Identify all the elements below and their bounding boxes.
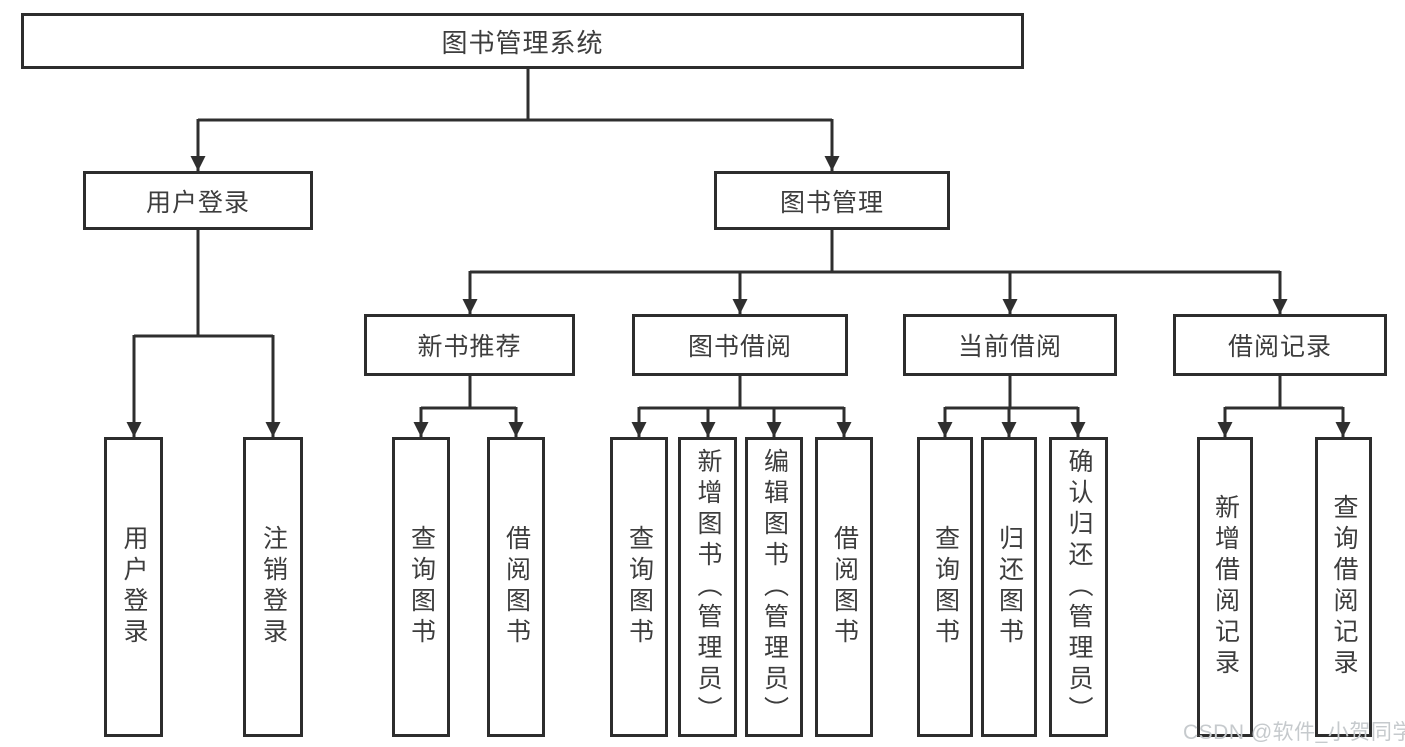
node-borrow-records-label: 借阅记录 (1227, 333, 1332, 361)
leaf-logout-label: 注销登录 (259, 525, 288, 649)
leaf-logout: 注销登录 (243, 437, 303, 737)
node-book-borrow: 图书借阅 (632, 314, 848, 376)
leaf-user-login: 用户登录 (104, 437, 163, 737)
leaf-user-login-label: 用户登录 (120, 525, 148, 649)
leaf-recommend-query-books: 查询图书 (392, 437, 450, 737)
leaf-borrow-add-books-admin: 新增图书（管理员） (678, 437, 737, 737)
node-root-system: 图书管理系统 (21, 13, 1024, 69)
connector-borrow-children (631, 376, 852, 437)
node-user-login-label: 用户登录 (145, 188, 250, 217)
node-user-login: 用户登录 (83, 171, 313, 230)
leaf-records-add-record-label: 新增借阅记录 (1211, 494, 1240, 680)
leaf-current-return-books-label: 归还图书 (995, 525, 1024, 649)
node-book-management: 图书管理 (714, 171, 950, 230)
connector-records-children (1217, 376, 1351, 437)
leaf-borrow-edit-books-admin: 编辑图书（管理员） (745, 437, 803, 737)
leaf-current-return-books: 归还图书 (981, 437, 1037, 737)
leaf-recommend-query-books-label: 查询图书 (407, 525, 436, 649)
leaf-current-confirm-return-admin: 确认归还（管理员） (1049, 437, 1108, 737)
node-new-book-recommend-label: 新书推荐 (417, 333, 522, 361)
connector-book-mgmt-to-level3 (462, 230, 1288, 314)
leaf-borrow-borrow-books-label: 借阅图书 (830, 525, 859, 649)
node-borrow-records: 借阅记录 (1173, 314, 1387, 376)
leaf-records-add-record: 新增借阅记录 (1197, 437, 1253, 737)
leaf-recommend-borrow-books: 借阅图书 (487, 437, 545, 737)
connector-root-to-level2 (190, 69, 840, 171)
node-new-book-recommend: 新书推荐 (364, 314, 575, 376)
connector-current-children (937, 376, 1086, 437)
leaf-borrow-query-books: 查询图书 (610, 437, 668, 737)
leaf-borrow-edit-books-admin-label: 编辑图书（管理员） (760, 447, 789, 727)
leaf-borrow-add-books-admin-label: 新增图书（管理员） (694, 447, 722, 727)
node-book-management-label: 图书管理 (779, 188, 884, 217)
leaf-current-confirm-return-admin-label: 确认归还（管理员） (1065, 447, 1093, 727)
connector-user-login-children (126, 230, 281, 437)
leaf-records-query-record: 查询借阅记录 (1315, 437, 1372, 737)
connector-recommend-children (413, 376, 524, 437)
leaf-recommend-borrow-books-label: 借阅图书 (502, 525, 531, 649)
csdn-watermark: CSDN @软件_小贺同学 (1183, 721, 1405, 744)
node-current-borrow: 当前借阅 (903, 314, 1117, 376)
node-book-borrow-label: 图书借阅 (687, 333, 792, 361)
leaf-borrow-query-books-label: 查询图书 (625, 525, 654, 649)
leaf-records-query-record-label: 查询借阅记录 (1330, 494, 1358, 680)
node-current-borrow-label: 当前借阅 (957, 333, 1062, 361)
leaf-current-query-books-label: 查询图书 (931, 525, 960, 649)
leaf-current-query-books: 查询图书 (917, 437, 973, 737)
node-root-label: 图书管理系统 (441, 27, 604, 58)
leaf-borrow-borrow-books: 借阅图书 (815, 437, 873, 737)
